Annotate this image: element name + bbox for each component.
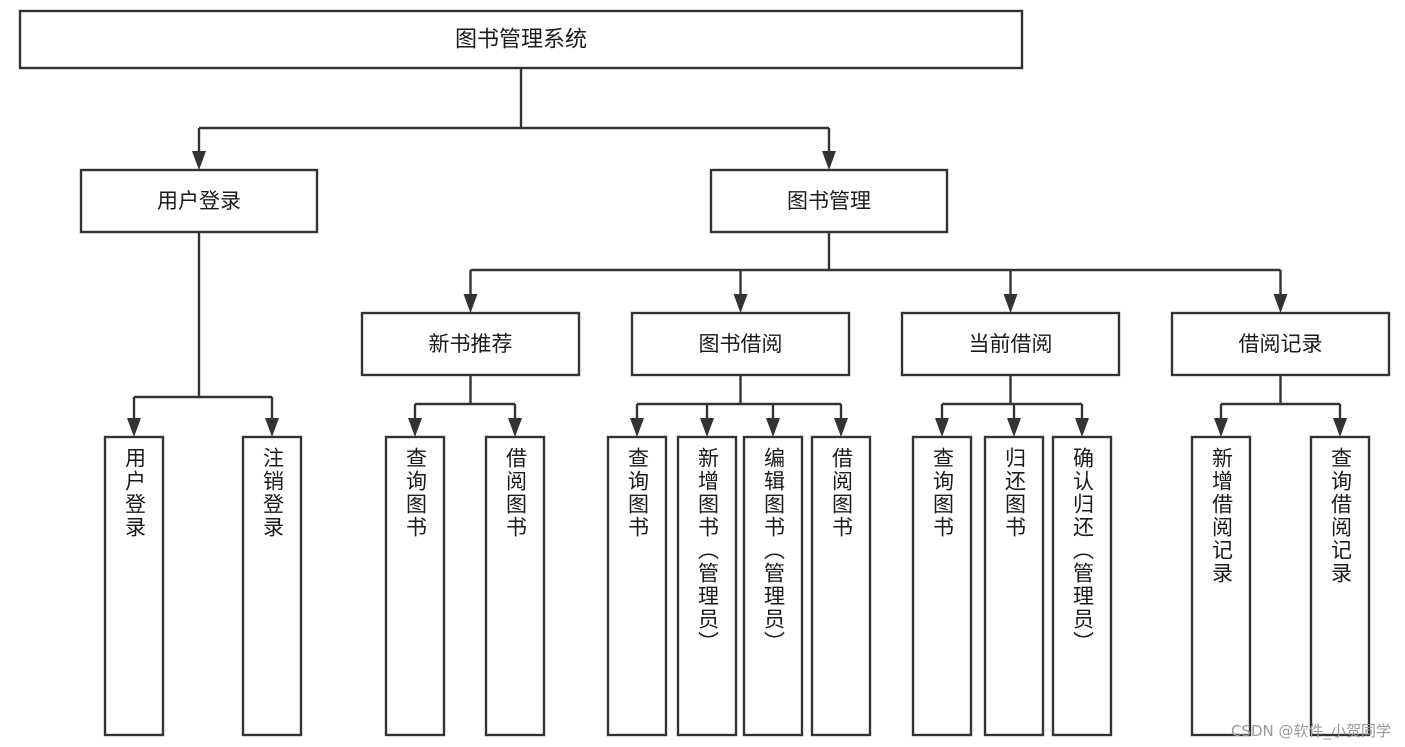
node-label-user-login: 用户登录 bbox=[157, 189, 241, 213]
arrow-head-icon bbox=[935, 418, 949, 437]
connectors-layer bbox=[127, 68, 1347, 437]
node-box-borrow-record[interactable] bbox=[1170, 311, 1391, 377]
watermark-text: CSDN @软件_小贺同学 bbox=[1230, 722, 1391, 740]
node-label-root: 图书管理系统 bbox=[455, 28, 587, 53]
node-box-borrow-book-1[interactable] bbox=[484, 435, 546, 737]
node-box-add-borrow-record[interactable] bbox=[1190, 435, 1252, 737]
arrow-head-icon bbox=[192, 151, 206, 170]
arrow-head-icon bbox=[1273, 294, 1288, 313]
node-box-user-logout-leaf[interactable] bbox=[241, 435, 303, 737]
arrow-head-icon bbox=[265, 418, 279, 437]
arrow-head-icon bbox=[508, 418, 522, 437]
arrow-head-icon bbox=[127, 418, 141, 437]
arrow-head-icon bbox=[766, 418, 780, 437]
node-label-new-book-recommend: 新书推荐 bbox=[429, 332, 513, 356]
arrow-head-icon bbox=[1007, 418, 1021, 437]
node-label-borrow-record: 借阅记录 bbox=[1239, 332, 1323, 356]
arrow-head-icon bbox=[463, 294, 478, 313]
node-box-return-book[interactable] bbox=[983, 435, 1045, 737]
arrow-head-icon bbox=[822, 151, 836, 170]
node-box-new-book-recommend[interactable] bbox=[360, 311, 581, 377]
arrow-head-icon bbox=[1214, 418, 1228, 437]
node-label-book-borrow: 图书借阅 bbox=[699, 332, 783, 356]
node-box-add-book-admin[interactable] bbox=[676, 435, 738, 737]
node-box-user-login[interactable] bbox=[79, 168, 319, 234]
node-box-query-book-3[interactable] bbox=[911, 435, 973, 737]
node-box-borrow-book-2[interactable] bbox=[810, 435, 872, 737]
node-box-query-borrow-record[interactable] bbox=[1309, 435, 1371, 737]
node-box-confirm-return-admin[interactable] bbox=[1051, 435, 1113, 737]
arrow-head-icon bbox=[1333, 418, 1347, 437]
boxes-layer bbox=[18, 9, 1391, 737]
node-box-edit-book-admin[interactable] bbox=[742, 435, 804, 737]
node-label-current-borrow: 当前借阅 bbox=[969, 332, 1053, 356]
node-box-root[interactable] bbox=[18, 9, 1024, 70]
arrow-head-icon bbox=[834, 418, 848, 437]
arrow-head-icon bbox=[733, 294, 748, 313]
arrow-head-icon bbox=[408, 418, 422, 437]
arrow-head-icon bbox=[630, 418, 644, 437]
node-box-current-borrow[interactable] bbox=[900, 311, 1121, 377]
node-box-query-book-2[interactable] bbox=[606, 435, 668, 737]
arrow-head-icon bbox=[1075, 418, 1089, 437]
node-box-book-borrow[interactable] bbox=[630, 311, 851, 377]
arrow-head-icon bbox=[700, 418, 714, 437]
node-box-book-manage[interactable] bbox=[709, 168, 949, 234]
node-box-query-book-1[interactable] bbox=[384, 435, 446, 737]
arrow-head-icon bbox=[1003, 294, 1018, 313]
node-box-user-login-leaf[interactable] bbox=[103, 435, 165, 737]
node-label-book-manage: 图书管理 bbox=[787, 189, 871, 213]
